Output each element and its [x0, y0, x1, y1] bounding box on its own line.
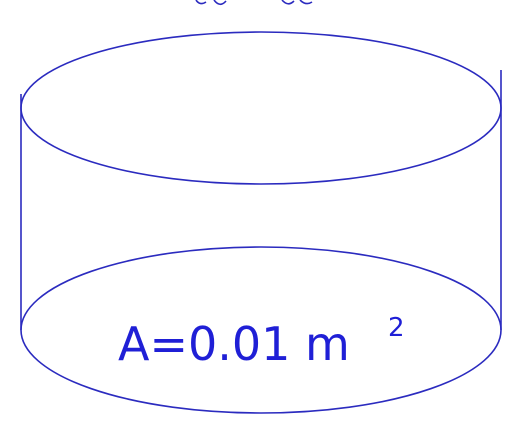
cylinder-bottom-ellipse — [20, 246, 502, 414]
cylinder-top-ellipse — [20, 31, 502, 185]
clipped-top-text-fragment — [195, 0, 313, 6]
area-label-exponent: 2 — [388, 313, 405, 343]
area-label-main: A=0.01 m — [118, 317, 350, 371]
area-label: A=0.01 m — [118, 317, 350, 371]
